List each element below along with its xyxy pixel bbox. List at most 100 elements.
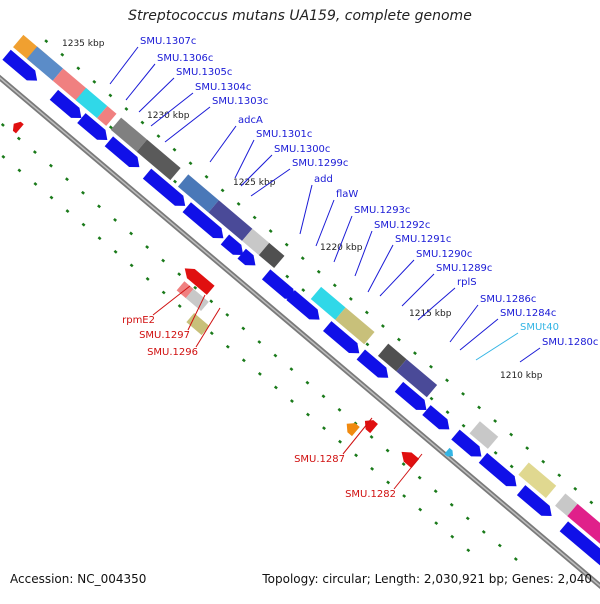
forward-gene-label: SMU.1292c [374, 220, 430, 231]
tick-mark [236, 202, 241, 206]
tick-mark [337, 407, 342, 412]
tick-mark [450, 534, 455, 539]
tick-mark [172, 147, 177, 152]
tick-mark [445, 378, 449, 383]
leader-line [342, 417, 373, 455]
tick-mark [49, 195, 54, 200]
forward-gene-label: SMU.1289c [436, 263, 492, 274]
tick-mark [541, 459, 546, 464]
leader-line [315, 199, 335, 247]
tick-mark [573, 486, 578, 491]
forward-gene-arrow [451, 429, 482, 457]
tick-mark [364, 310, 369, 315]
tick-mark [193, 285, 198, 290]
leader-line [393, 453, 423, 490]
tick-mark [241, 326, 246, 331]
feature-box [177, 174, 219, 213]
tick-mark [429, 364, 433, 369]
leader-line [459, 318, 499, 351]
tick-mark [97, 204, 101, 209]
forward-gene-label: SMU.1304c [195, 82, 251, 93]
forward-gene-arrow [220, 234, 244, 256]
tick-mark [65, 209, 70, 214]
tick-mark [252, 215, 257, 220]
tick-mark [108, 125, 113, 130]
leader-line [209, 125, 237, 163]
tick-mark [32, 150, 37, 155]
forward-gene-label: SMU.1286c [480, 294, 536, 305]
tick-mark [300, 256, 305, 261]
tick-mark [509, 464, 514, 469]
trna-arrow [444, 447, 453, 457]
leader-line [109, 46, 139, 85]
feature-box [242, 228, 270, 256]
forward-gene-label: SMU.1291c [395, 234, 451, 245]
feature-box [75, 87, 108, 119]
reverse-gene-label: SMU.1296 [147, 347, 198, 358]
genome-axis-highlight [0, 77, 600, 587]
tick-mark [60, 52, 65, 57]
tick-mark [257, 371, 262, 376]
leader-line [164, 106, 211, 143]
tick-mark [332, 283, 337, 288]
forward-gene-arrow [559, 521, 600, 566]
tick-mark [322, 426, 326, 431]
topology-text: Topology: circular; Length: 2,030,921 bp… [262, 572, 592, 586]
reverse-gene-arrow [346, 423, 360, 437]
tick-mark [0, 123, 5, 127]
forward-gene-arrow [237, 248, 256, 266]
feature-box [208, 200, 253, 241]
tick-mark [225, 344, 230, 349]
reverse-gene-arrow [364, 420, 378, 434]
tick-mark [365, 342, 370, 347]
forward-gene-label: SMU.1299c [292, 158, 348, 169]
tick-mark [129, 231, 134, 236]
tick-mark [370, 466, 375, 471]
leader-line [152, 285, 191, 316]
tick-mark [241, 358, 246, 363]
tick-mark [16, 136, 21, 141]
reverse-gene-arrow [12, 121, 24, 134]
tick-mark [401, 462, 406, 467]
forward-gene-arrow [394, 381, 427, 411]
feature-box [469, 421, 499, 449]
tick-mark [386, 480, 391, 485]
reverse-gene-label: SMU.1282 [345, 489, 396, 500]
tick-mark [338, 439, 342, 444]
tick-mark [493, 450, 498, 455]
tick-mark [140, 120, 145, 125]
tick-mark [305, 380, 310, 385]
scale-label: 1235 kbp [62, 39, 105, 49]
tick-mark [33, 182, 38, 186]
forward-gene-arrow [182, 202, 224, 239]
feature-box [97, 105, 117, 126]
tick-mark [385, 448, 390, 453]
reverse-gene-arrow [401, 451, 420, 469]
tick-mark [108, 93, 113, 98]
leader-line [250, 168, 291, 197]
tick-mark [348, 296, 353, 301]
tick-mark [380, 324, 385, 328]
forward-gene-label: SMU.1305c [176, 67, 232, 78]
feature-box [26, 46, 64, 81]
forward-gene-label: SMU.1303c [212, 96, 268, 107]
leader-line [138, 77, 175, 113]
scale-label: 1225 kbp [233, 178, 276, 188]
tick-mark [209, 299, 214, 304]
tick-mark [301, 288, 306, 293]
tick-mark [497, 543, 502, 548]
tick-mark [173, 179, 177, 184]
tick-mark [76, 66, 81, 71]
forward-gene-label: add [314, 174, 333, 185]
tick-mark [145, 277, 150, 281]
tick-mark [113, 249, 118, 254]
tick-mark [48, 163, 53, 168]
tick-mark [124, 107, 129, 111]
tick-mark [433, 489, 438, 494]
forward-gene-arrow [77, 113, 108, 141]
tick-mark [273, 385, 278, 390]
tick-mark [268, 229, 273, 233]
tick-mark [44, 39, 49, 44]
leader-line [125, 63, 156, 101]
